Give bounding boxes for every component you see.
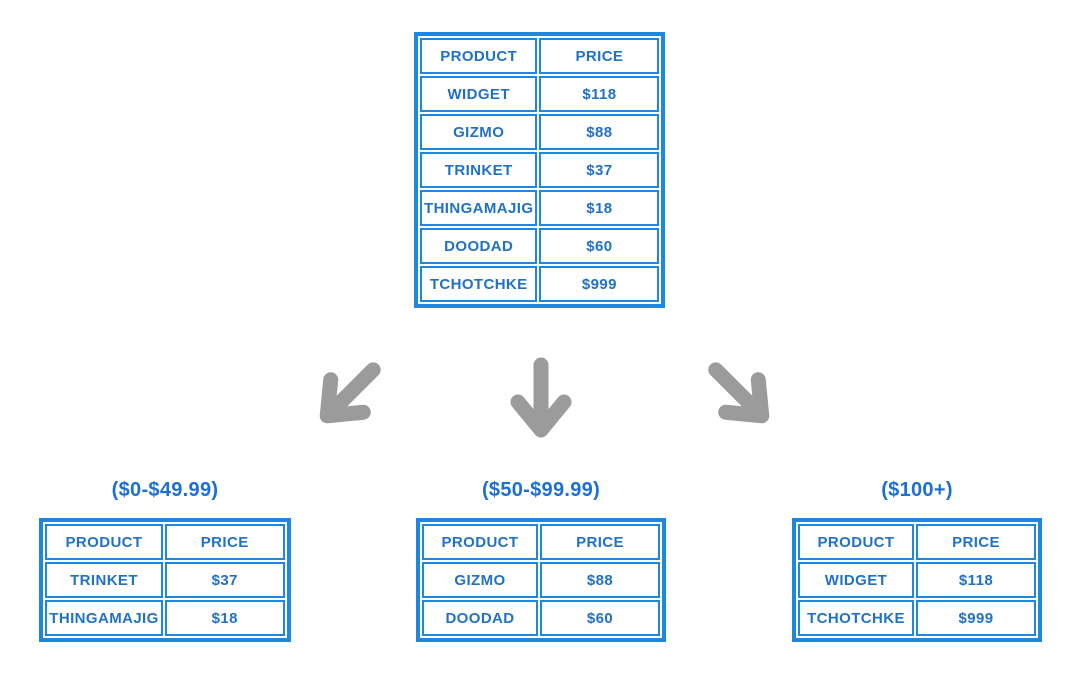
product-cell: TCHOTCHKE	[798, 600, 914, 636]
price-cell: $999	[539, 266, 660, 302]
arrow-down-left-icon	[290, 339, 403, 452]
table-row: WIDGET$118	[798, 562, 1036, 598]
table-row: TRINKET$37	[45, 562, 285, 598]
product-cell: GIZMO	[420, 114, 538, 150]
column-header: PRODUCT	[798, 524, 914, 560]
price-range-label-50-99: ($50-$99.99)	[481, 479, 601, 501]
column-header: PRODUCT	[45, 524, 163, 560]
arrow-down-icon	[507, 356, 575, 448]
price-cell: $60	[540, 600, 660, 636]
product-cell: GIZMO	[422, 562, 538, 598]
price-cell: $60	[539, 228, 660, 264]
table-row: DOODAD$60	[420, 228, 660, 264]
table-row: TRINKET$37	[420, 152, 660, 188]
column-header: PRICE	[916, 524, 1036, 560]
table-row: DOODAD$60	[422, 600, 660, 636]
table-row: THINGAMAJIG$18	[420, 190, 660, 226]
price-cell: $88	[539, 114, 660, 150]
column-header: PRICE	[164, 524, 285, 560]
column-header: PRODUCT	[420, 38, 538, 74]
price-cell: $18	[539, 190, 660, 226]
column-header: PRICE	[539, 38, 660, 74]
price-cell: $999	[916, 600, 1036, 636]
product-cell: WIDGET	[420, 76, 538, 112]
product-cell: THINGAMAJIG	[420, 190, 538, 226]
product-cell: DOODAD	[420, 228, 538, 264]
price-cell: $18	[164, 600, 285, 636]
product-cell: WIDGET	[798, 562, 914, 598]
arrow-down-right-icon	[685, 339, 798, 452]
table-row: GIZMO$88	[420, 114, 660, 150]
price-range-label-0-49: ($0-$49.99)	[111, 479, 219, 501]
table-row: TCHOTCHKE$999	[420, 266, 660, 302]
product-cell: THINGAMAJIG	[45, 600, 163, 636]
product-cell: TCHOTCHKE	[420, 266, 538, 302]
product-cell: TRINKET	[420, 152, 538, 188]
price-cell: $118	[916, 562, 1036, 598]
price-cell: $88	[540, 562, 660, 598]
price-cell: $37	[164, 562, 285, 598]
product-cell: TRINKET	[45, 562, 163, 598]
price-range-label-100-plus: ($100+)	[881, 479, 953, 501]
price-cell: $118	[539, 76, 660, 112]
price-cell: $37	[539, 152, 660, 188]
table-row: GIZMO$88	[422, 562, 660, 598]
table-row: TCHOTCHKE$999	[798, 600, 1036, 636]
product-cell: DOODAD	[422, 600, 538, 636]
column-header: PRICE	[540, 524, 660, 560]
table-row: THINGAMAJIG$18	[45, 600, 285, 636]
column-header: PRODUCT	[422, 524, 538, 560]
table-row: WIDGET$118	[420, 76, 660, 112]
